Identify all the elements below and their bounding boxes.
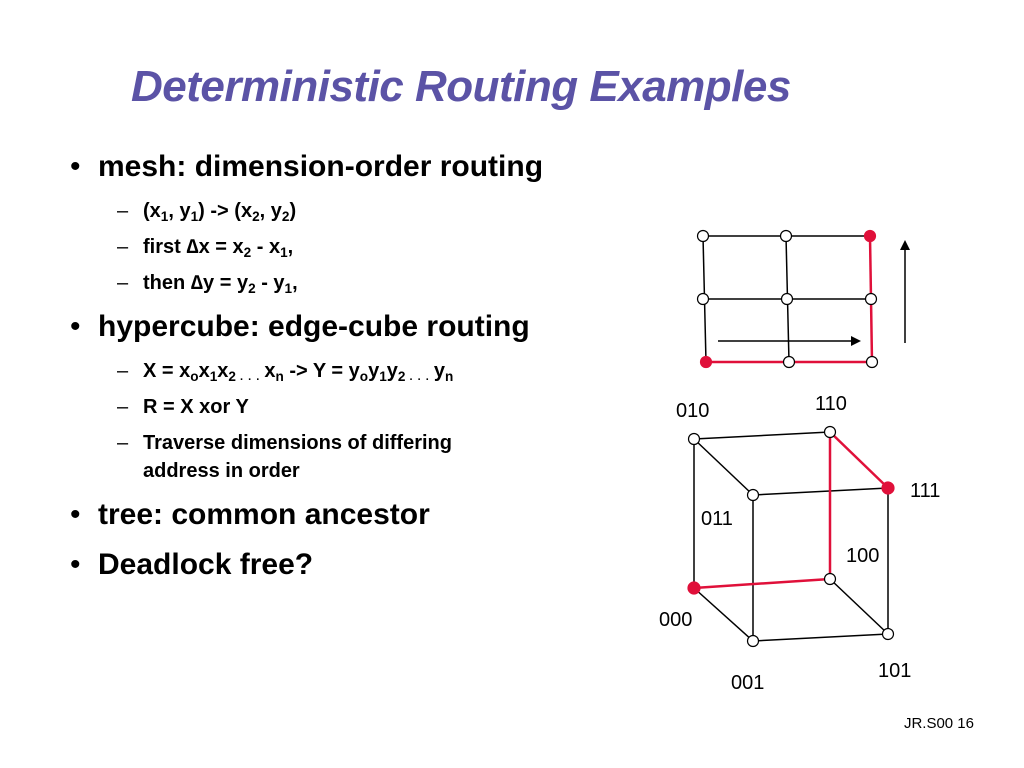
cube-node-001 xyxy=(746,634,760,648)
dash-symbol: – xyxy=(117,236,129,258)
dash-symbol: – xyxy=(117,360,129,382)
hypercube-route xyxy=(693,431,889,590)
mesh-node-source xyxy=(699,355,713,369)
mesh-node xyxy=(779,229,793,243)
mesh-node xyxy=(696,229,710,243)
mesh-node xyxy=(865,355,879,369)
mesh-node xyxy=(780,292,794,306)
cube-node-100 xyxy=(823,572,837,586)
cube-node-111-destination xyxy=(881,481,895,495)
mesh-sub-coordinates: (x1, y1) -> (x2, y2) xyxy=(143,200,297,224)
bullet-symbol: • xyxy=(70,150,81,183)
hypercube-nodes xyxy=(687,425,895,648)
cube-node-110 xyxy=(823,425,837,439)
mesh-node-destination xyxy=(863,229,877,243)
cube-node-011 xyxy=(746,488,760,502)
cube-node-000-source xyxy=(687,581,701,595)
mesh-sub-then-dy: then ∆y = y2 - y1, xyxy=(143,272,298,296)
dash-symbol: – xyxy=(117,432,129,454)
dash-symbol: – xyxy=(117,396,129,418)
mesh-node xyxy=(696,292,710,306)
hypercube-sub-traverse-line2: address in order xyxy=(143,460,300,482)
hypercube-diagram xyxy=(693,431,889,642)
cube-edge xyxy=(693,438,754,496)
mesh-nodes xyxy=(696,229,879,369)
mesh-arrows xyxy=(718,240,910,346)
cube-label-010: 010 xyxy=(676,400,709,422)
cube-node-010 xyxy=(687,432,701,446)
cube-label-011: 011 xyxy=(701,508,733,530)
hypercube-sub-xor: R = X xor Y xyxy=(143,396,249,418)
hypercube-sub-addresses: X = xox1x2 . . . xn -> Y = yoy1y2 . . . … xyxy=(143,360,454,384)
bullet-symbol: • xyxy=(70,498,81,531)
cube-edge xyxy=(752,633,889,642)
dash-symbol: – xyxy=(117,200,129,222)
mesh-node xyxy=(782,355,796,369)
mesh-sub-first-dx: first ∆x = x2 - x1, xyxy=(143,236,294,260)
cube-label-101: 101 xyxy=(878,660,911,682)
cube-route-000-100 xyxy=(693,577,831,590)
cube-label-001: 001 xyxy=(731,672,764,694)
mesh-node xyxy=(864,292,878,306)
bullet-tree: tree: common ancestor xyxy=(98,498,430,531)
cube-label-000: 000 xyxy=(659,609,692,631)
cube-node-101 xyxy=(881,627,895,641)
cube-edge xyxy=(693,587,754,642)
bullet-symbol: • xyxy=(70,310,81,343)
bullet-hypercube: hypercube: edge-cube routing xyxy=(98,310,530,343)
cube-edge xyxy=(829,578,889,635)
cube-route-110-111 xyxy=(829,431,889,489)
bullet-deadlock: Deadlock free? xyxy=(98,548,314,581)
slide-footer: JR.S00 16 xyxy=(903,715,974,732)
cube-edge xyxy=(693,431,831,440)
cube-label-111: 111 xyxy=(910,480,940,502)
slide-title: Deterministic Routing Examples xyxy=(131,62,791,111)
hypercube-labels: 010 110 111 011 100 000 101 001 xyxy=(659,393,940,694)
hypercube-sub-traverse-line1: Traverse dimensions of differing xyxy=(143,432,452,454)
cube-label-110: 110 xyxy=(815,393,847,415)
cube-edge xyxy=(752,487,889,496)
bullet-mesh: mesh: dimension-order routing xyxy=(98,150,544,183)
bullet-symbol: • xyxy=(70,548,81,581)
cube-label-100: 100 xyxy=(846,545,879,567)
dash-symbol: – xyxy=(117,272,129,294)
